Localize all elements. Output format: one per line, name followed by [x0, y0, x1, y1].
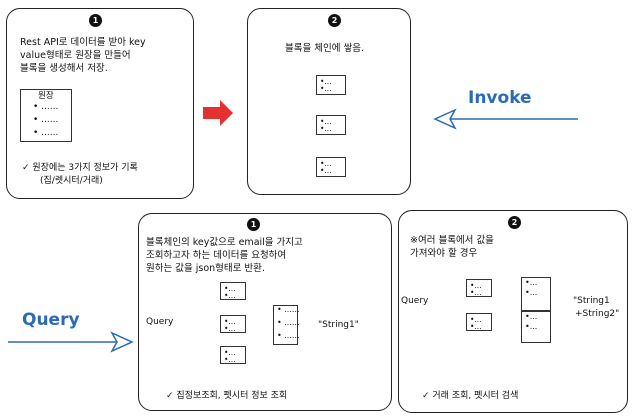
- panel-footnote: ✓ 원장에는 3가지 정보가 기록: [22, 163, 138, 173]
- ledger-bullet: • ......: [33, 128, 59, 138]
- panel-single-query: [138, 213, 392, 411]
- result-bullet: • ......: [277, 318, 300, 327]
- step-number-badge: 1: [89, 14, 102, 27]
- panel-description-line: 원하는 값을 json형태로 반환.: [146, 263, 265, 274]
- result-box: [521, 277, 551, 311]
- panel-footnote: ✓ 집정보조회, 펫시터 정보 조회: [166, 391, 288, 401]
- step-number-badge: 1: [247, 218, 260, 231]
- result-string: +String2": [575, 309, 620, 319]
- panel-description-line: value형태로 원장을 만들어: [20, 50, 131, 61]
- result-bullet: •... •...: [525, 312, 538, 331]
- panel-description-line: 조회하고자 하는 데이터를 요청하여: [146, 250, 287, 261]
- panel-description-line: Rest API로 데이터를 받아 key: [20, 37, 146, 48]
- block-card: •... •...: [316, 115, 346, 135]
- ledger-box: [20, 89, 72, 142]
- result-bullet: • ......: [277, 305, 300, 314]
- ledger-bullet: • ......: [33, 102, 59, 112]
- panel-description-line: 블록을 체인에 쌓음.: [285, 43, 364, 54]
- block-card: •... •...: [316, 75, 346, 95]
- block-card: •... •...: [466, 313, 492, 331]
- panel-description-line: 가져와야 할 경우: [410, 248, 478, 259]
- block-card: •... •...: [316, 157, 346, 177]
- query-label: Query: [22, 310, 80, 330]
- panel-footnote: (집/렛시터/거래): [40, 176, 103, 186]
- invoke-label: Invoke: [468, 88, 532, 108]
- block-card: •... •...: [466, 279, 492, 297]
- block-card: •... •...: [220, 346, 246, 364]
- step-number-badge: 2: [328, 14, 341, 27]
- result-box: [273, 305, 298, 345]
- step-number-badge: 2: [508, 216, 521, 229]
- panel-description-line: 블록을 생성해서 저장.: [20, 63, 108, 74]
- result-string: "String1": [318, 320, 359, 330]
- result-bullet: •... •...: [525, 278, 538, 297]
- query-arrow-icon: [8, 331, 134, 353]
- panel-description-line: 블록체인의 key값으로 email을 가지고: [146, 237, 303, 248]
- block-card: •... •...: [220, 282, 246, 300]
- query-input-label: Query: [401, 296, 429, 306]
- panel-description-line: ※여러 블록에서 값을: [410, 235, 494, 246]
- invoke-arrow-icon: [433, 108, 578, 130]
- query-input-label: Query: [146, 317, 174, 327]
- panel-multi-query: [398, 210, 628, 413]
- result-string: "String1: [573, 296, 610, 306]
- ledger-bullet: • ......: [33, 115, 59, 125]
- panel-footnote: ✓ 거래 조회, 펫시터 검색: [422, 391, 519, 401]
- ledger-title: 원장: [38, 91, 54, 101]
- red-arrow-icon: [203, 100, 233, 126]
- result-bullet: • ......: [277, 331, 300, 340]
- block-card: •... •...: [220, 315, 246, 333]
- result-box: [521, 311, 551, 343]
